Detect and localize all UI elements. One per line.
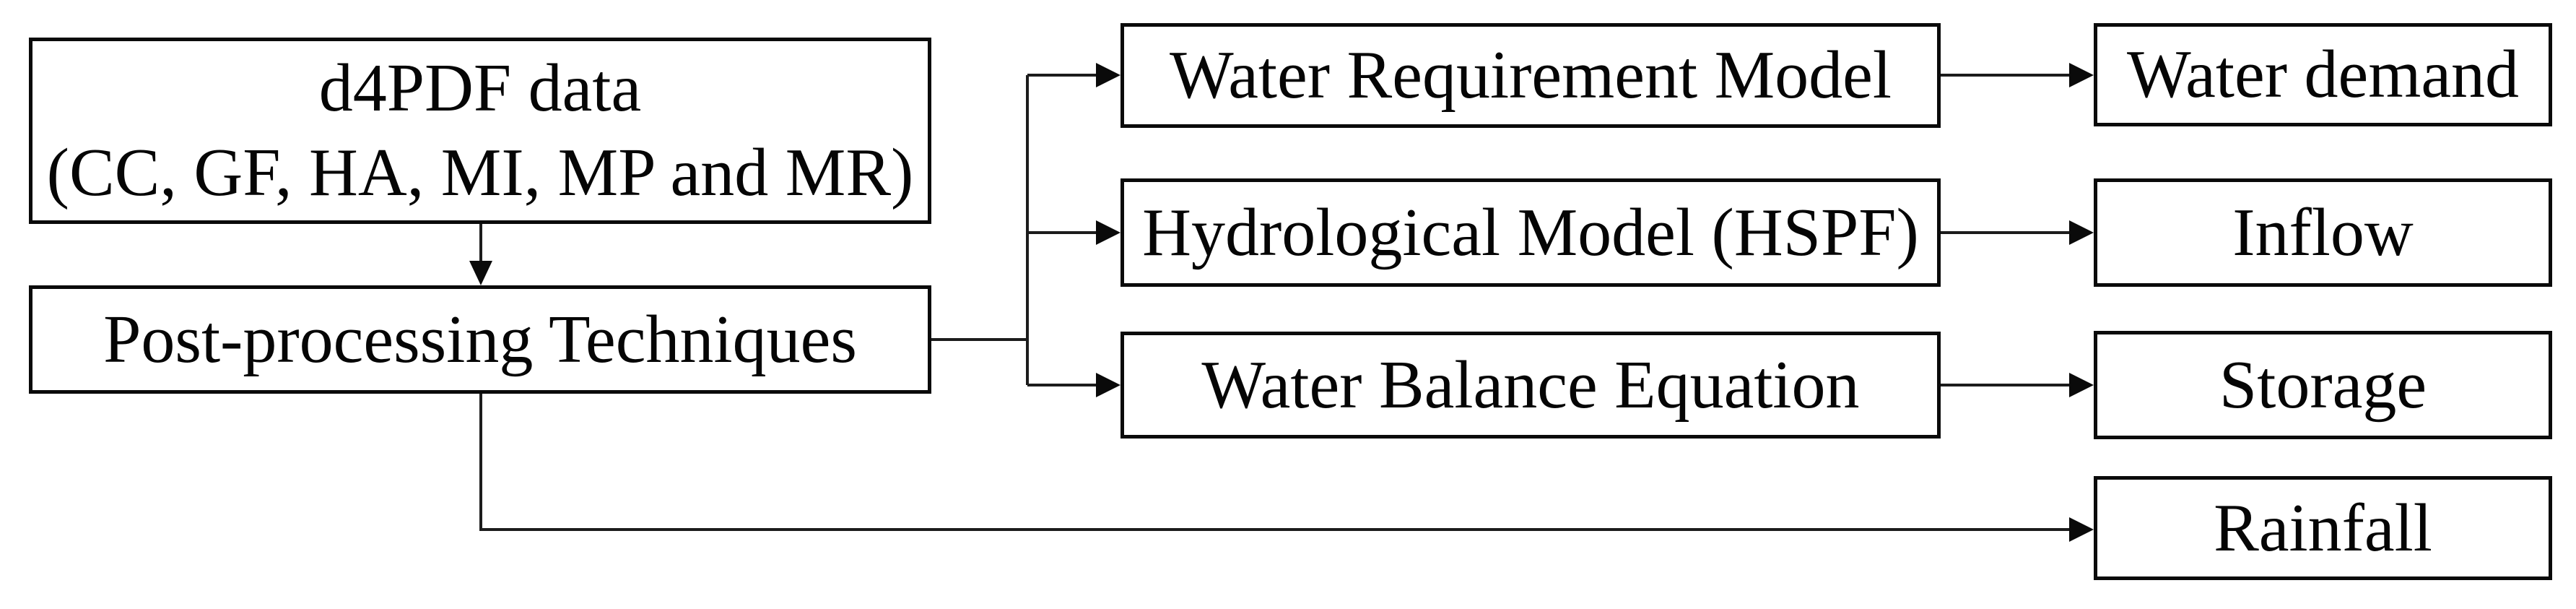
node-inflow: Inflow (2094, 178, 2552, 287)
node-water-balance-equation-label: Water Balance Equation (1201, 347, 1860, 423)
node-hydrological-model: Hydrological Model (HSPF) (1121, 178, 1941, 287)
arrowhead-inflow (2069, 220, 2094, 245)
arrowhead-hydrological-model (1096, 220, 1121, 245)
node-postprocessing-techniques-label: Post-processing Techniques (103, 301, 857, 377)
node-d4pdf-data-label: d4PDF data (CC, GF, HA, MI, MP and MR) (47, 46, 914, 215)
node-d4pdf-data-line2: (CC, GF, HA, MI, MP and MR) (46, 135, 914, 210)
arrowhead-water-requirement-model (1096, 63, 1121, 87)
arrowhead-water-balance-equation (1096, 373, 1121, 397)
node-hydrological-model-label: Hydrological Model (HSPF) (1142, 194, 1919, 270)
node-d4pdf-data-line1: d4PDF data (318, 51, 642, 126)
node-water-demand: Water demand (2094, 23, 2552, 126)
node-d4pdf-data: d4PDF data (CC, GF, HA, MI, MP and MR) (29, 38, 931, 224)
node-rainfall-label: Rainfall (2214, 490, 2432, 566)
node-rainfall: Rainfall (2094, 476, 2552, 580)
node-storage-label: Storage (2219, 347, 2427, 423)
node-storage: Storage (2094, 331, 2552, 439)
arrowhead-down-postprocessing (469, 261, 492, 285)
node-water-demand-label: Water demand (2126, 37, 2520, 113)
edge-postprocessing-to-rainfall (479, 394, 2072, 531)
node-water-requirement-model: Water Requirement Model (1121, 23, 1941, 128)
arrowhead-water-demand (2069, 63, 2094, 87)
node-water-requirement-model-label: Water Requirement Model (1170, 38, 1892, 113)
arrowhead-storage (2069, 373, 2094, 397)
node-water-balance-equation: Water Balance Equation (1121, 332, 1941, 439)
node-postprocessing-techniques: Post-processing Techniques (29, 285, 931, 394)
arrowhead-rainfall (2069, 517, 2094, 542)
node-inflow-label: Inflow (2232, 194, 2414, 270)
